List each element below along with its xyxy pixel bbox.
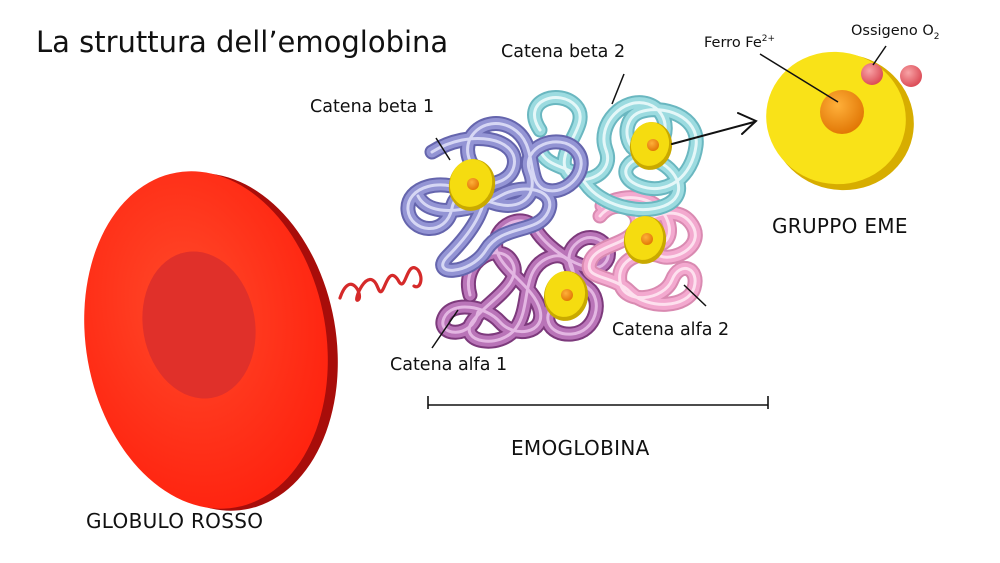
leader-lines [431, 45, 887, 349]
heme-alfa2 [623, 216, 667, 264]
oxygen-atom-2 [900, 65, 922, 87]
heme-arrow [671, 112, 758, 145]
leader-beta2 [611, 73, 625, 105]
leader-oxygen [872, 45, 887, 66]
label-iron-text: Ferro Fe [704, 35, 762, 51]
iron-atom [820, 90, 864, 134]
label-alfa2: Catena alfa 2 [612, 320, 730, 340]
leader-iron [759, 53, 839, 103]
heme-beta2 [629, 122, 673, 170]
label-hemoglobin: EMOGLOBINA [511, 436, 650, 460]
heme-beta1 [448, 159, 496, 211]
heme-alfa1 [543, 271, 589, 321]
label-iron-charge: 2+ [761, 34, 776, 45]
protein-coil [338, 266, 423, 302]
label-heme-group: GRUPPO EME [772, 214, 908, 238]
alfa1-chain [435, 213, 616, 349]
leader-beta1 [435, 137, 451, 161]
beta2-chain [527, 90, 704, 217]
oxygen-atom-1 [861, 63, 883, 85]
label-alfa1: Catena alfa 1 [390, 355, 508, 375]
beta1-chain [400, 116, 589, 278]
label-oxygen-sub: 2 [933, 31, 940, 42]
label-beta2: Catena beta 2 [501, 42, 626, 62]
heme-group-disc [766, 51, 922, 191]
label-beta1: Catena beta 1 [310, 97, 435, 117]
label-iron: Ferro Fe2+ [704, 34, 776, 51]
leader-alfa1 [431, 309, 459, 349]
leader-alfa2 [683, 284, 707, 307]
page-title: La struttura dell’emoglobina [36, 25, 449, 59]
hemoglobin-bracket [427, 396, 769, 409]
red-blood-cell [84, 171, 338, 511]
label-oxygen-text: Ossigeno O [851, 23, 934, 39]
label-red-blood-cell: GLOBULO ROSSO [86, 509, 264, 533]
label-oxygen: Ossigeno O2 [851, 23, 940, 42]
